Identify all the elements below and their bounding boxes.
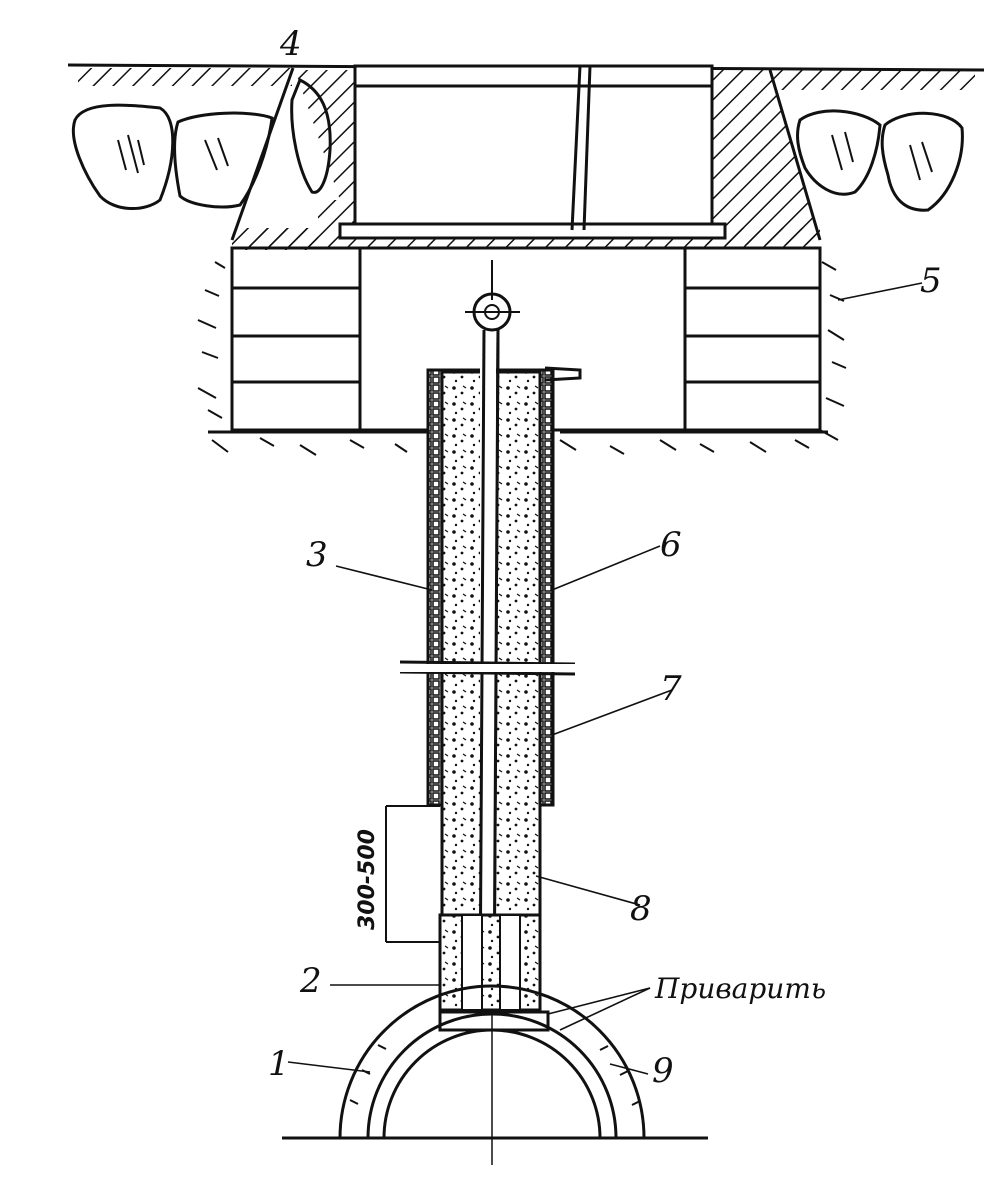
label-2: 2 (299, 961, 322, 1001)
label-7: 7 (660, 669, 682, 709)
weld-note: Приварить (654, 972, 826, 1005)
label-5: 5 (920, 261, 942, 301)
label-4: 4 (279, 24, 302, 64)
label-9: 9 (652, 1051, 674, 1091)
manhole-cover-block (230, 64, 822, 250)
label-6: 6 (660, 525, 682, 565)
dimension-text: 300-500 (355, 829, 380, 930)
label-3: 3 (306, 535, 328, 575)
label-8: 8 (630, 889, 652, 929)
leader-lines (287, 282, 923, 1075)
dimension-line: 300-500 (355, 805, 440, 943)
brick-chamber (197, 246, 847, 456)
pipe-assembly (399, 329, 582, 1012)
rod-eye (465, 260, 520, 332)
stones (71, 77, 964, 212)
label-1: 1 (268, 1044, 290, 1084)
